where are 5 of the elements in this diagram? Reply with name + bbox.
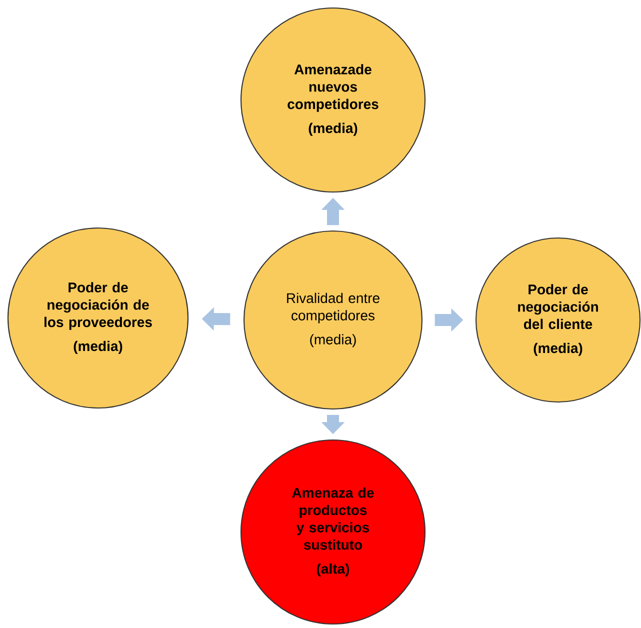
circle-node: Poder de negociación del cliente (media) <box>475 237 641 403</box>
circle-node: Amenaza de productos y servicios sustituto (alta) <box>240 439 426 625</box>
circle-node: Amenazade nuevos competidores (media) <box>240 7 426 193</box>
circle-node: Poder de negociación de los proveedores (media) <box>7 227 189 409</box>
circle-node: Rivalidad entre competidores (media) <box>243 230 423 410</box>
